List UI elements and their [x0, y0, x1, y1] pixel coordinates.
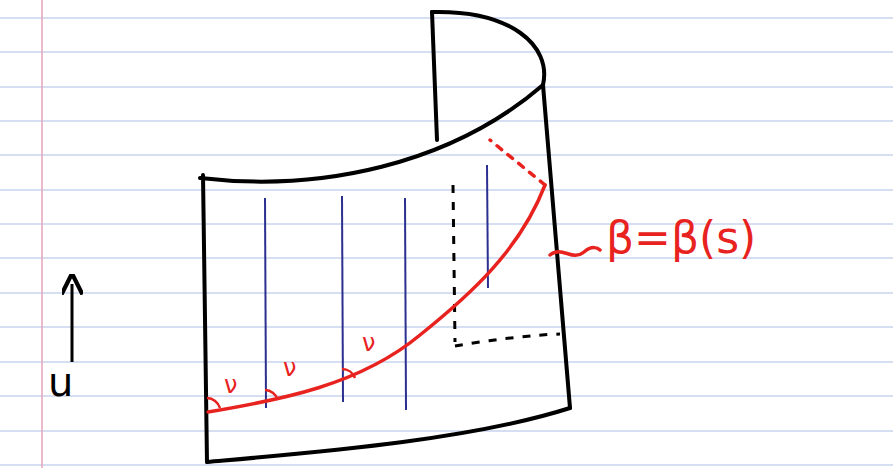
- angle-label: ν: [362, 330, 375, 356]
- surface-outline: [200, 12, 570, 462]
- margin-line: [41, 0, 43, 468]
- curve-label: β=β(s): [606, 214, 756, 262]
- direction-arrow: [71, 284, 74, 362]
- angle-label: ν: [224, 372, 237, 398]
- rulings: [265, 165, 488, 410]
- curve-beta: [208, 140, 600, 412]
- angle-marks: [207, 369, 355, 408]
- hidden-edges: [453, 185, 560, 346]
- angle-label: ν: [283, 355, 296, 381]
- axis-label: u: [48, 360, 73, 404]
- ruled-lines: [0, 18, 893, 465]
